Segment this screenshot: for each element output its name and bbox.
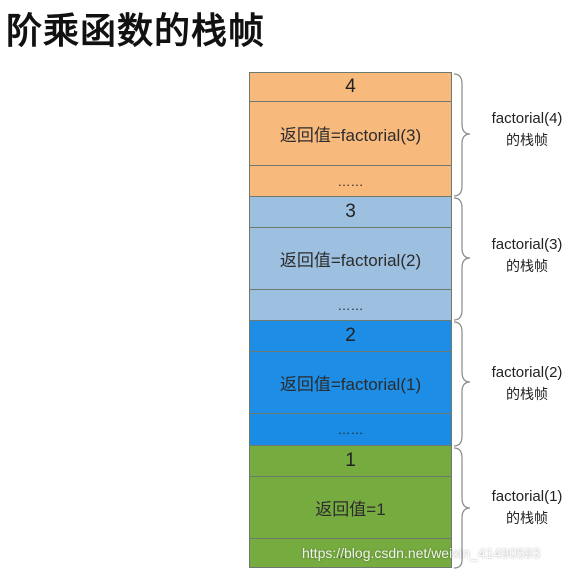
frame-3-return-value: 返回值=factorial(2)	[249, 228, 452, 290]
frame-1-label: factorial(1) 的栈帧	[471, 486, 583, 530]
frame-4-return-value: 返回值=factorial(3)	[249, 102, 452, 166]
frame-4-label-sub: 的栈帧	[506, 133, 548, 149]
frame-3-label-sub: 的栈帧	[506, 259, 548, 275]
call-stack: 4 返回值=factorial(3) …… 3 返回值=factorial(2)…	[249, 72, 452, 568]
brace-frame-2	[453, 321, 471, 447]
frame-1-label-sub: 的栈帧	[506, 511, 548, 527]
frame-3-ellipsis: ……	[249, 290, 452, 321]
frame-1-number: 1	[249, 446, 452, 477]
frame-2-label-name: factorial(2)	[491, 364, 563, 381]
frame-2-ellipsis: ……	[249, 414, 452, 446]
brace-frame-1	[453, 447, 471, 569]
frame-4-label-name: factorial(4)	[491, 110, 563, 127]
frame-2-number: 2	[249, 321, 452, 352]
frame-4-ellipsis: ……	[249, 166, 452, 197]
brace-group	[453, 73, 471, 569]
frame-2-label-sub: 的栈帧	[506, 387, 548, 403]
frame-1-ellipsis: ……	[249, 539, 452, 568]
frame-3-label-name: factorial(3)	[491, 236, 563, 253]
frame-3-number: 3	[249, 197, 452, 228]
frame-2-return-value: 返回值=factorial(1)	[249, 352, 452, 414]
frame-4-label: factorial(4) 的栈帧	[471, 108, 583, 152]
frame-2-label: factorial(2) 的栈帧	[471, 362, 583, 406]
brace-frame-3	[453, 197, 471, 321]
watermark-url: https://blog.csdn.net/weixin_41490593	[302, 545, 541, 561]
frame-3-label: factorial(3) 的栈帧	[471, 234, 583, 278]
brace-frame-4	[453, 73, 471, 197]
diagram-title: 阶乘函数的栈帧	[6, 11, 266, 52]
frame-1-return-value: 返回值=1	[249, 477, 452, 539]
frame-1-label-name: factorial(1)	[491, 488, 563, 505]
frame-4-number: 4	[249, 72, 452, 102]
